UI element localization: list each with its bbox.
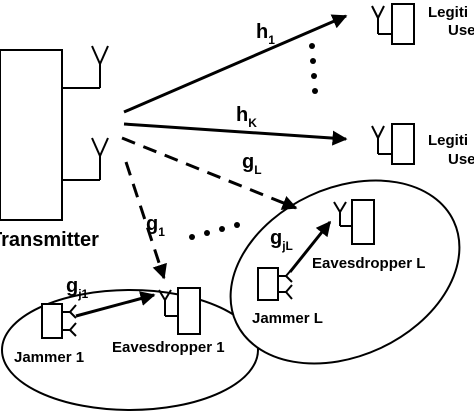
jammer-l <box>257 267 293 301</box>
channel-hk-arrow <box>123 122 348 146</box>
transmitter-box <box>0 49 63 221</box>
user-k-label-line1: Legiti <box>428 132 468 149</box>
channel-h1-arrow <box>123 14 348 114</box>
user-1-label-line2: Use <box>448 22 474 39</box>
transmitter <box>0 45 109 221</box>
ellipsis-eavesdroppers <box>189 222 240 240</box>
antenna-icon <box>62 304 77 337</box>
channel-gjl-arrow <box>288 220 332 273</box>
eavesdropper-device <box>177 287 201 335</box>
eavesdropper-device <box>351 199 375 245</box>
jammer-device <box>257 267 279 301</box>
legitimate-user-k <box>371 123 415 165</box>
user-device <box>391 3 415 45</box>
channel-label-gjl: gjL <box>270 227 293 253</box>
user-k-label-line2: Use <box>448 151 474 168</box>
eavesdropper-1-label: Eavesdropper 1 <box>112 339 225 356</box>
jammer-device <box>41 303 63 339</box>
channel-label-gl: gL <box>242 151 262 177</box>
user-device <box>391 123 415 165</box>
jammer-l-label: Jammer L <box>252 310 323 327</box>
transmitter-label: Transmitter <box>0 229 99 251</box>
eavesdropper-1 <box>158 287 201 335</box>
antenna-icon <box>371 5 392 35</box>
jammer-1 <box>41 303 77 339</box>
channel-label-hk: hK <box>236 104 257 130</box>
antenna-icon <box>371 125 392 155</box>
ellipsis-users <box>309 43 318 94</box>
channel-label-gj1: gj1 <box>66 275 89 301</box>
jammer-1-label: Jammer 1 <box>14 349 84 366</box>
channel-g1-arrow <box>124 161 167 280</box>
channel-label-g1: g1 <box>146 213 165 239</box>
user-1-label-line1: Legiti <box>428 4 468 21</box>
antenna-icon <box>278 268 293 300</box>
eavesdropper-l-label: Eavesdropper L <box>312 255 425 272</box>
eavesdropper-group-l-ellipse <box>229 179 461 365</box>
channel-label-h1: h1 <box>256 21 275 47</box>
channel-gj1-arrow <box>75 291 156 318</box>
eavesdropper-l <box>333 199 375 245</box>
antenna-icon <box>62 45 109 89</box>
legitimate-user-1 <box>371 3 415 45</box>
antenna-icon <box>62 137 109 181</box>
channel-gl-arrow <box>121 136 298 210</box>
antenna-icon <box>333 201 352 227</box>
antenna-icon <box>158 289 178 317</box>
